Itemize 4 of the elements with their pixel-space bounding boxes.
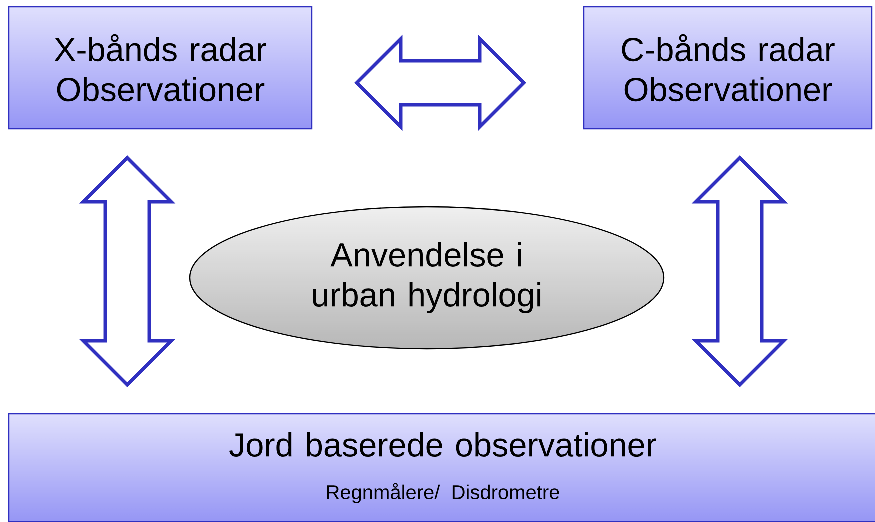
band-box: Jord baserede observationer Regnmålere/ Disdrometre	[8, 413, 875, 522]
ellipse-node: Anvendelse i urban hydrologi	[189, 206, 665, 350]
process-box: X-bånds radar Observationer	[8, 6, 313, 130]
process-box: C-bånds radar Observationer	[583, 6, 873, 130]
